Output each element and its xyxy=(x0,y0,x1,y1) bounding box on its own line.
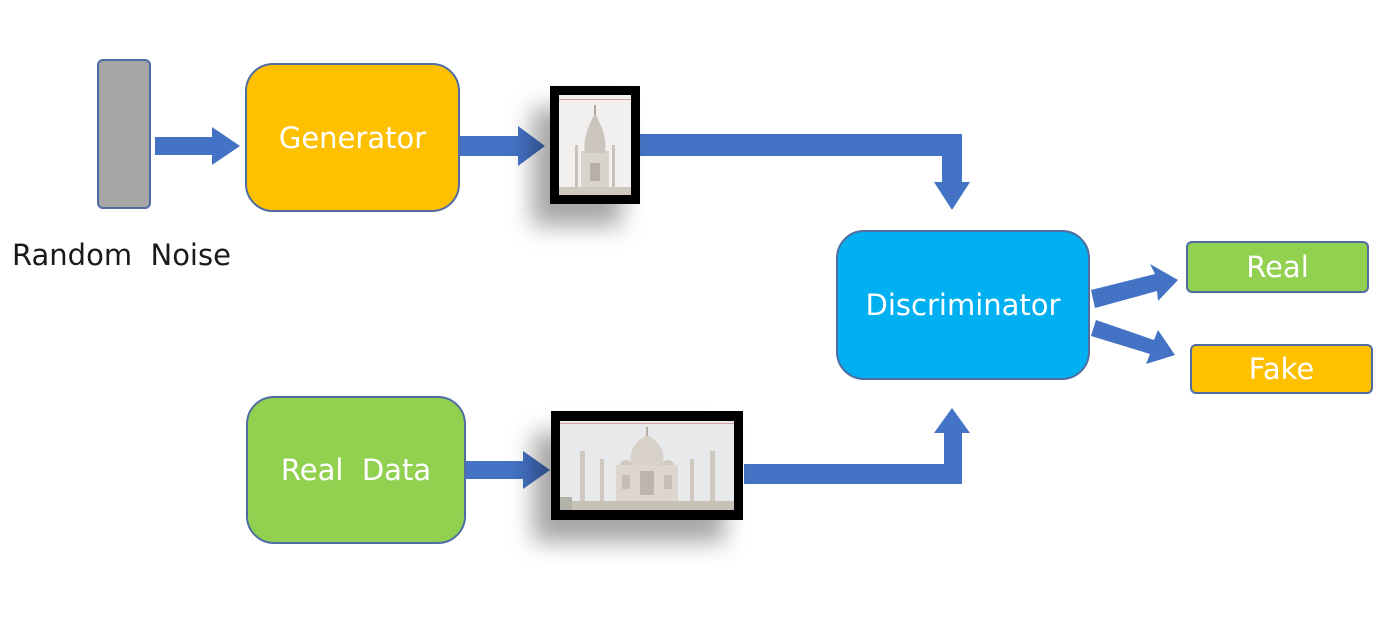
noise-label: Random Noise xyxy=(12,238,231,272)
real-data-label: Real Data xyxy=(280,453,432,487)
discriminator-node: Discriminator xyxy=(836,230,1090,380)
taj-mahal-generated-icon xyxy=(559,95,631,195)
discriminator-label: Discriminator xyxy=(865,288,1061,322)
arrow-real-to-discriminator xyxy=(744,408,970,484)
generated-image xyxy=(550,86,640,204)
arrow-discriminator-to-real xyxy=(1091,264,1178,308)
arrow-realdata-to-image xyxy=(466,451,550,489)
real-data-node: Real Data xyxy=(246,396,466,544)
real-output-node: Real xyxy=(1186,241,1369,293)
arrow-noise-to-generator xyxy=(155,127,240,165)
arrow-discriminator-to-fake xyxy=(1091,320,1175,364)
fake-output-label: Fake xyxy=(1248,352,1315,386)
fake-output-node: Fake xyxy=(1190,344,1373,394)
arrow-generated-to-discriminator xyxy=(640,134,970,210)
generator-label: Generator xyxy=(278,120,427,155)
taj-mahal-real-icon xyxy=(560,421,734,510)
real-image xyxy=(551,411,743,520)
real-output-label: Real xyxy=(1246,250,1309,284)
arrow-generator-to-image xyxy=(460,126,545,166)
generator-node: Generator xyxy=(245,63,460,212)
noise-bar xyxy=(97,59,151,209)
